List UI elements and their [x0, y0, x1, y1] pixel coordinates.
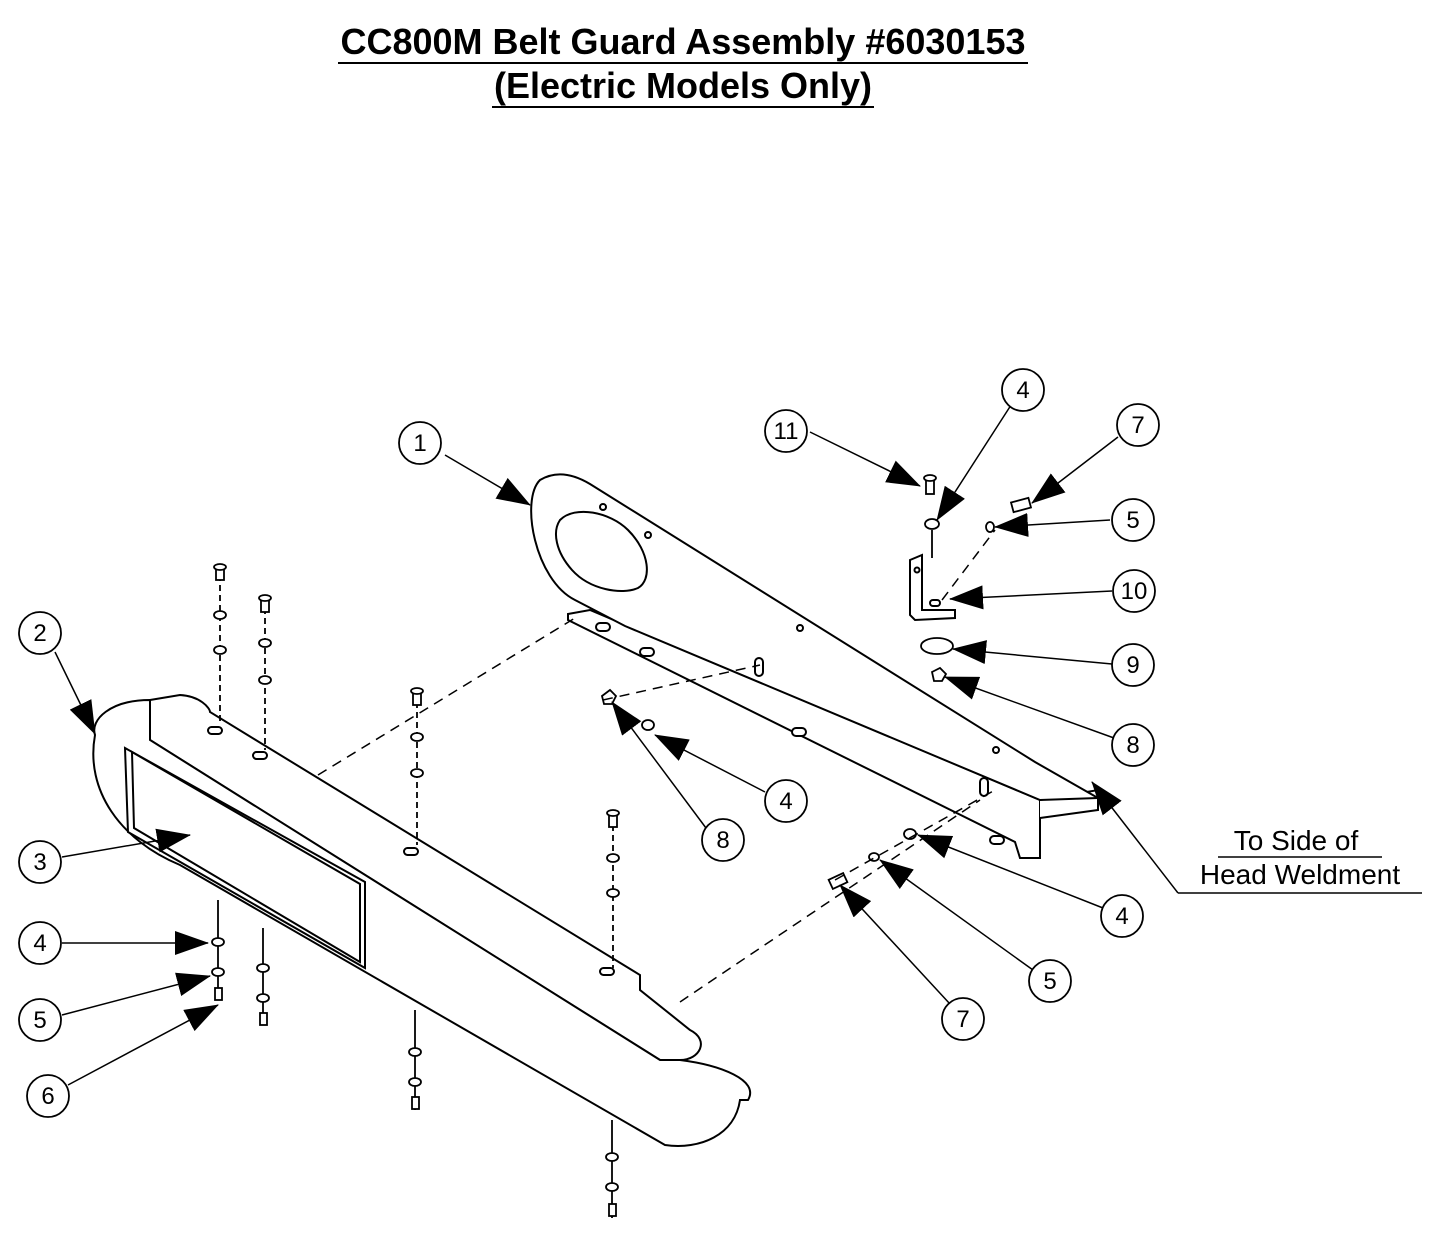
svg-text:2: 2 — [33, 620, 46, 647]
note-line-1: To Side of — [1234, 825, 1359, 856]
hardware — [211, 474, 1033, 1218]
svg-text:4: 4 — [1016, 377, 1029, 404]
svg-text:7: 7 — [1131, 412, 1144, 439]
callout-8a: 8 — [1111, 723, 1155, 767]
callout-1: 1 — [398, 421, 442, 465]
callout-5c: 5 — [1028, 959, 1072, 1003]
svg-text:11: 11 — [774, 418, 799, 445]
callout-8b: 8 — [701, 818, 745, 862]
svg-text:8: 8 — [716, 827, 729, 854]
callout-7a: 7 — [1116, 403, 1160, 447]
callout-9: 9 — [1111, 643, 1155, 687]
svg-text:4: 4 — [779, 788, 792, 815]
svg-text:1: 1 — [413, 430, 426, 457]
drawing-subtitle: (Electric Models Only) — [491, 65, 875, 108]
bracket — [909, 553, 956, 622]
svg-text:3: 3 — [33, 849, 46, 876]
svg-text:8: 8 — [1126, 732, 1139, 759]
callout-6: 6 — [26, 1074, 70, 1118]
svg-text:9: 9 — [1126, 652, 1139, 679]
rear-guard-plate — [530, 473, 1102, 859]
svg-text:6: 6 — [41, 1083, 54, 1110]
title-block: CC800M Belt Guard Assembly #6030153 (Ele… — [0, 22, 1366, 110]
note-line-2: Head Weldment — [1200, 859, 1400, 890]
callout-10: 10 — [1112, 569, 1156, 613]
svg-text:10: 10 — [1121, 578, 1148, 605]
leader-lines — [54, 401, 1422, 1086]
svg-text:7: 7 — [956, 1006, 969, 1033]
callout-5b: 5 — [1111, 498, 1155, 542]
callout-balloons: 1 2 3 4 5 6 11 4 7 5 10 9 8 4 8 4 5 7 — [18, 368, 1160, 1118]
svg-text:5: 5 — [1043, 968, 1056, 995]
main-belt-guard — [92, 693, 752, 1147]
callout-4a: 4 — [18, 921, 62, 965]
callout-11: 11 — [764, 409, 808, 453]
callout-4c: 4 — [764, 779, 808, 823]
assembly-lines — [317, 529, 996, 1003]
svg-text:4: 4 — [33, 930, 46, 957]
svg-text:5: 5 — [33, 1007, 46, 1034]
svg-text:5: 5 — [1126, 507, 1139, 534]
callout-4d: 4 — [1100, 894, 1144, 938]
callout-5a: 5 — [18, 998, 62, 1042]
callout-2: 2 — [18, 611, 62, 655]
callout-7b: 7 — [941, 997, 985, 1041]
svg-text:4: 4 — [1115, 903, 1128, 930]
drawing-title: CC800M Belt Guard Assembly #6030153 — [338, 21, 1028, 64]
callout-4b: 4 — [1001, 368, 1045, 412]
callout-3: 3 — [18, 840, 62, 884]
note-to-side-of-head-weldment: To Side of Head Weldment — [1200, 825, 1400, 890]
